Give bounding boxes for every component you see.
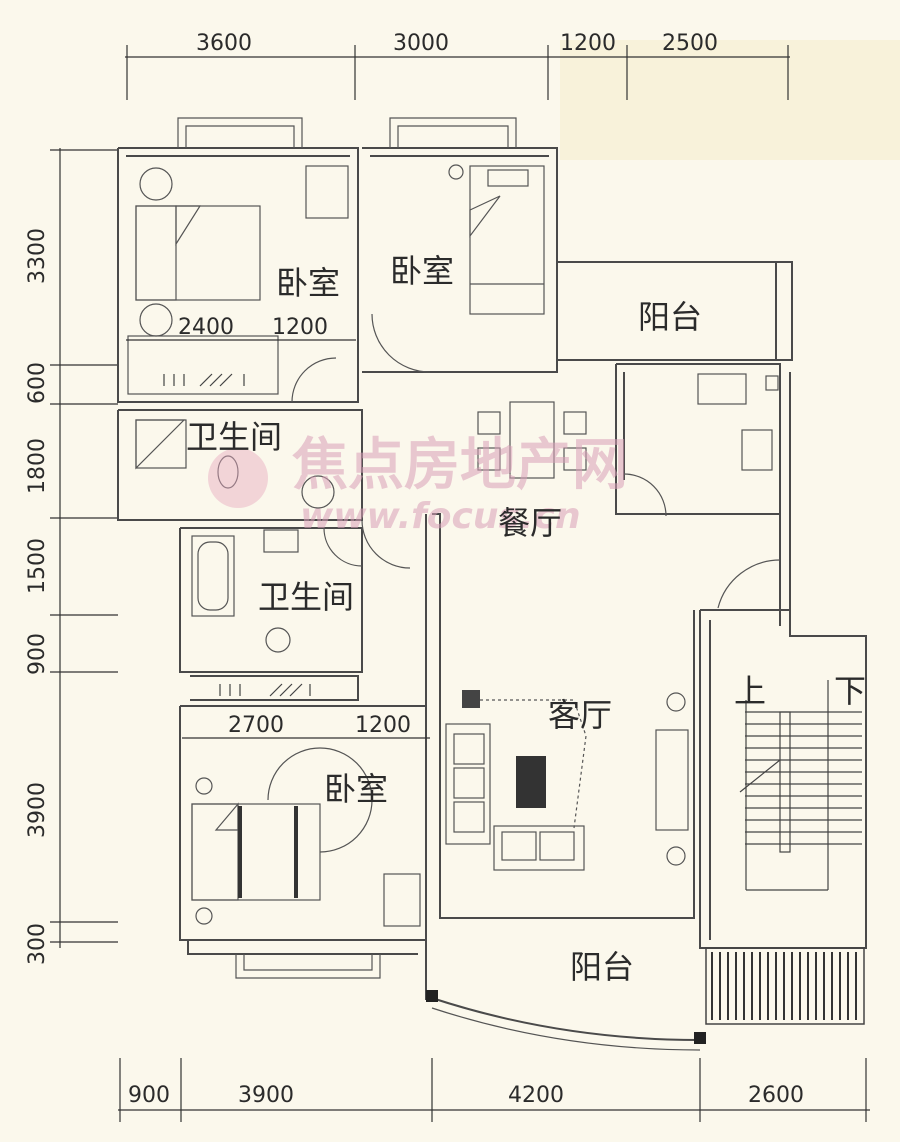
room-label-balcony-ne: 阳台 bbox=[638, 298, 702, 336]
shelf-strip bbox=[163, 373, 245, 387]
dim-top-3: 1200 bbox=[560, 31, 616, 56]
stair-landing-hatch bbox=[705, 947, 865, 1025]
lamp-icon bbox=[195, 907, 213, 925]
dim-bottom-2: 3900 bbox=[238, 1083, 294, 1108]
dim-top-1: 3600 bbox=[196, 31, 252, 56]
watermark-logo bbox=[208, 448, 268, 508]
room-label-dining: 餐厅 bbox=[498, 504, 562, 542]
dim-left-1: 3300 bbox=[25, 228, 50, 284]
tv-cabinet bbox=[655, 692, 689, 866]
window-bay-north bbox=[177, 117, 517, 148]
watermark-text: 焦点房地产网 bbox=[292, 433, 628, 498]
column-se bbox=[694, 1032, 706, 1044]
dim-left-5: 900 bbox=[25, 633, 50, 675]
bottom-dimension-line bbox=[118, 1058, 870, 1122]
room-label-bedroom-n: 卧室 bbox=[390, 252, 454, 290]
dim-inner-4: 1200 bbox=[355, 713, 411, 738]
shelf-strip bbox=[219, 683, 311, 697]
lamp-icon bbox=[195, 777, 213, 795]
bed-nw bbox=[127, 205, 279, 395]
kitchen-counter bbox=[697, 373, 779, 471]
stair-label-down: 下 bbox=[834, 672, 866, 710]
dim-inner-1: 2400 bbox=[178, 315, 234, 340]
dim-inner-3: 2700 bbox=[228, 713, 284, 738]
coffee-table bbox=[516, 756, 546, 808]
desk-sw bbox=[383, 873, 421, 927]
column-sw bbox=[426, 990, 438, 1002]
stool-icon bbox=[139, 167, 173, 201]
stool-icon bbox=[139, 303, 173, 337]
bed-north bbox=[469, 165, 545, 315]
dim-bottom-1: 900 bbox=[128, 1083, 170, 1108]
lamp-icon bbox=[448, 164, 464, 180]
outer-walls bbox=[117, 147, 867, 1000]
dim-left-7: 300 bbox=[25, 923, 50, 965]
dim-left-3: 1800 bbox=[25, 438, 50, 494]
living-sofa bbox=[445, 723, 585, 871]
dining-table bbox=[477, 401, 587, 479]
room-label-living: 客厅 bbox=[548, 696, 612, 734]
dim-inner-2: 1200 bbox=[272, 315, 328, 340]
top-dimension-line bbox=[125, 45, 790, 100]
bath-upper-fixtures bbox=[135, 419, 335, 509]
room-label-bedroom-nw: 卧室 bbox=[276, 264, 340, 302]
door-swings bbox=[267, 313, 781, 853]
room-label-bath-lower: 卫生间 bbox=[258, 578, 354, 616]
left-dimension-line bbox=[50, 148, 118, 948]
paper-stain bbox=[560, 40, 900, 160]
room-label-bath-upper: 卫生间 bbox=[186, 418, 282, 456]
desk-nw bbox=[305, 165, 349, 219]
bath-lower-fixtures bbox=[191, 529, 299, 653]
window-bay-south bbox=[235, 954, 381, 979]
stair-treads bbox=[739, 680, 862, 891]
dim-left-2: 600 bbox=[25, 362, 50, 404]
watermark-url: www.focus.cn bbox=[300, 496, 581, 537]
room-label-bedroom-sw: 卧室 bbox=[324, 770, 388, 808]
side-table bbox=[462, 690, 480, 708]
room-label-balcony-s: 阳台 bbox=[570, 948, 634, 986]
balcony-curve bbox=[431, 997, 701, 1041]
bed-sw bbox=[191, 802, 321, 901]
dim-top-4: 2500 bbox=[662, 31, 718, 56]
stair-label-up: 上 bbox=[734, 672, 766, 710]
dim-left-4: 1500 bbox=[25, 538, 50, 594]
dim-top-2: 3000 bbox=[393, 31, 449, 56]
dim-bottom-4: 2600 bbox=[748, 1083, 804, 1108]
dim-left-6: 3900 bbox=[25, 782, 50, 838]
dim-bottom-3: 4200 bbox=[508, 1083, 564, 1108]
